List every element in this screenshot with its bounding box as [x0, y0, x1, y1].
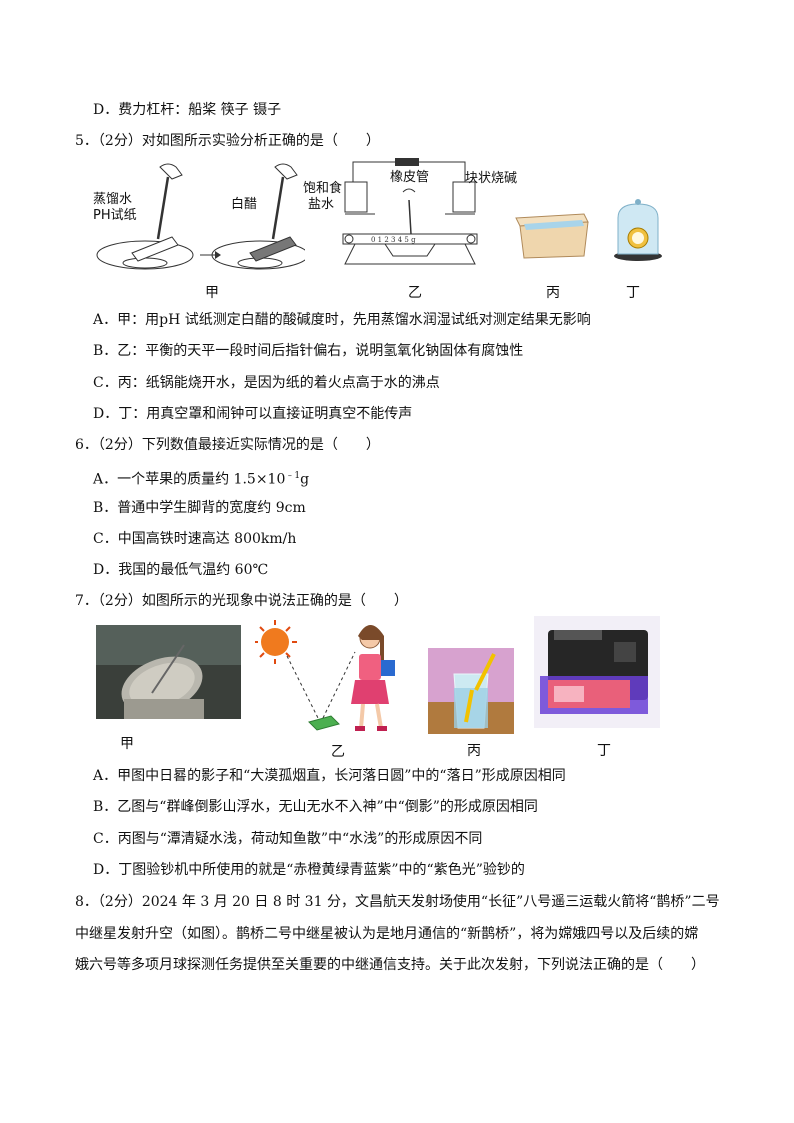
- q6-stem: 6．（2分）下列数值最接近实际情况的是（ ）: [75, 437, 380, 453]
- label-caustic-soda: 块状烧碱: [465, 171, 518, 186]
- q8-stem-line-1: 8．（2分）2024 年 3 月 20 日 8 时 31 分，文昌航天发射场使用…: [75, 894, 720, 910]
- q7-figure-bing: [428, 648, 514, 734]
- q7-figure-ding: [534, 616, 660, 728]
- label-vinegar: 白醋: [231, 197, 258, 212]
- q5-figure-yi: 0 1 2 3 4 5 g: [342, 158, 478, 265]
- q6-option-b: B．普通中学生脚背的宽度约 9cm: [93, 500, 306, 516]
- q7-caption-jia: 甲: [120, 736, 134, 752]
- q6-option-a-main: A．一个苹果的质量约 1.5×10: [93, 471, 286, 488]
- label-distilled-water: 蒸馏水: [93, 192, 133, 207]
- q6-option-a-exponent: ﹣1: [285, 471, 301, 481]
- q6-option-c: C．中国高铁时速高达 800km/h: [93, 531, 297, 547]
- q5-option-c: C．丙：纸锅能烧开水，是因为纸的着火点高于水的沸点: [93, 375, 440, 391]
- q5-option-a: A．甲：用pH 试纸测定白醋的酸碱度时，先用蒸馏水润湿试纸对测定结果无影响: [93, 312, 591, 328]
- label-ph-paper: PH试纸: [93, 208, 137, 223]
- q5-figure-jia: [96, 163, 305, 270]
- q7-figure-yi: [255, 620, 395, 731]
- q5-caption-ding: 丁: [626, 285, 640, 301]
- label-saturated-salt-1: 饱和食: [303, 181, 343, 196]
- q7-option-d: D．丁图验钞机中所使用的就是“赤橙黄绿青蓝紫”中的“紫色光”验钞的: [93, 862, 525, 878]
- q5-caption-bing: 丙: [546, 285, 560, 301]
- q8-stem-line-3: 娥六号等多项月球探测任务提供至关重要的中继通信支持。关于此次发射，下列说法正确的…: [75, 957, 705, 973]
- q5-stem: 5．（2分）对如图所示实验分析正确的是（ ）: [75, 133, 380, 149]
- q7-option-a: A．甲图中日晷的影子和“大漠孤烟直，长河落日圆”中的“落日”形成原因相同: [93, 768, 566, 784]
- q5-caption-yi: 乙: [408, 285, 422, 301]
- q6-option-d: D．我国的最低气温约 60℃: [93, 562, 269, 578]
- q7-option-b: B．乙图与“群峰倒影山浮水，无山无水不入神”中“倒影”的形成原因相同: [93, 799, 538, 815]
- q8-stem-line-2: 中继星发射升空（如图）。鹊桥二号中继星被认为是地月通信的“新鹊桥”，将为嫦娥四号…: [75, 926, 699, 942]
- label-saturated-salt-2: 盐水: [308, 197, 335, 212]
- q6-option-a: A．一个苹果的质量约 1.5×10﹣1g: [93, 467, 309, 489]
- q7-figure-jia-sundial: [96, 625, 241, 719]
- balance-scale-label: 0 1 2 3 4 5 g: [371, 236, 416, 244]
- label-rubber-tube: 橡皮管: [390, 170, 430, 185]
- q5-caption-jia: 甲: [205, 285, 219, 301]
- q5-figure-bing: [515, 213, 589, 259]
- q5-option-b: B．乙：平衡的天平一段时间后指针偏右，说明氢氧化钠固体有腐蚀性: [93, 343, 524, 359]
- q7-caption-bing: 丙: [467, 743, 481, 759]
- q7-option-c: C．丙图与“潭清疑水浅，荷动知鱼散”中“水浅”的形成原因不同: [93, 831, 483, 847]
- q7-caption-ding: 丁: [597, 743, 611, 759]
- q6-option-a-unit: g: [300, 471, 310, 488]
- q5-option-d: D．丁：用真空罩和闹钟可以直接证明真空不能传声: [93, 406, 413, 422]
- q5-figure-ding: [614, 199, 662, 261]
- q7-caption-yi: 乙: [331, 744, 345, 760]
- q4-option-d: D．费力杠杆：船桨 筷子 镊子: [93, 102, 282, 118]
- q7-stem: 7．（2分）如图所示的光现象中说法正确的是（ ）: [75, 593, 408, 609]
